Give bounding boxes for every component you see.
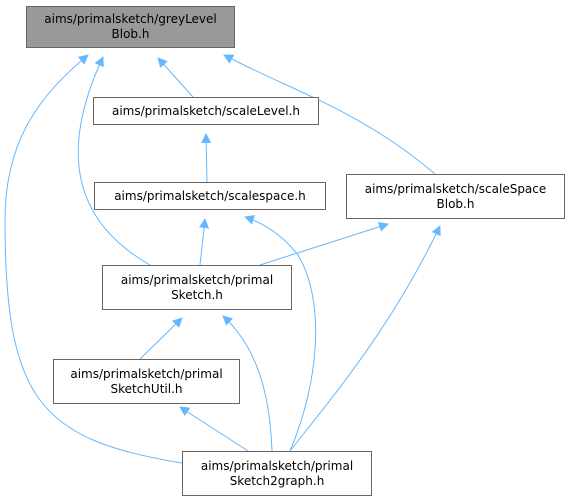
node-label-line: Sketch.h (171, 287, 223, 302)
node-label-line: aims/primalsketch/primal (120, 272, 274, 287)
node-label-line: Sketch2graph.h (229, 473, 325, 488)
edge-primal-sketch2graph-to-primal-sketch-util (179, 406, 249, 452)
node-primal-sketch2graph[interactable]: aims/primalsketch/primal Sketch2graph.h (182, 451, 372, 496)
edge-primal-sketch2graph-to-primal-sketch (222, 315, 273, 452)
edge-primal-sketch2graph-to-grey-level-blob (4, 54, 183, 464)
node-label-line: Blob.h (111, 27, 150, 41)
node-primal-sketch-util[interactable]: aims/primalsketch/primal SketchUtil.h (53, 359, 240, 404)
node-label-line: SketchUtil.h (110, 381, 183, 396)
node-primal-sketch[interactable]: aims/primalsketch/primal Sketch.h (102, 265, 292, 310)
edge-primal-sketch-to-scalespace (199, 218, 209, 266)
node-label-line: aims/primalsketch/scaleSpace (364, 181, 547, 196)
edge-scale-level-to-grey-level-blob (157, 57, 194, 98)
node-scale-space-blob[interactable]: aims/primalsketch/scaleSpace Blob.h (346, 174, 565, 219)
node-label-line: aims/primalsketch/primal (70, 366, 223, 381)
node-label-line: Blob.h (436, 196, 475, 211)
edge-primal-sketch-util-to-primal-sketch (139, 317, 183, 360)
edge-primal-sketch2graph-to-scale-space-blob (289, 225, 441, 452)
node-label-line: aims/primalsketch/scaleLevel.h (111, 103, 301, 118)
node-label-line: aims/primalsketch/primal (200, 458, 354, 473)
node-label-line: aims/primalsketch/greyLevel (44, 12, 217, 26)
node-grey-level-blob: aims/primalsketch/greyLevel Blob.h (26, 6, 235, 48)
edge-scale-space-blob-to-grey-level-blob (223, 54, 436, 175)
edge-primal-sketch-to-grey-level-blob (77, 56, 151, 266)
node-scale-level[interactable]: aims/primalsketch/scaleLevel.h (93, 97, 319, 125)
node-label-line: aims/primalsketch/scalespace.h (114, 188, 306, 203)
edge-primal-sketch-to-scale-space-blob (259, 221, 389, 266)
edge-primal-sketch2graph-to-scalespace (244, 215, 317, 452)
edge-scalespace-to-scale-level (201, 133, 212, 183)
node-scalespace[interactable]: aims/primalsketch/scalespace.h (94, 182, 326, 210)
